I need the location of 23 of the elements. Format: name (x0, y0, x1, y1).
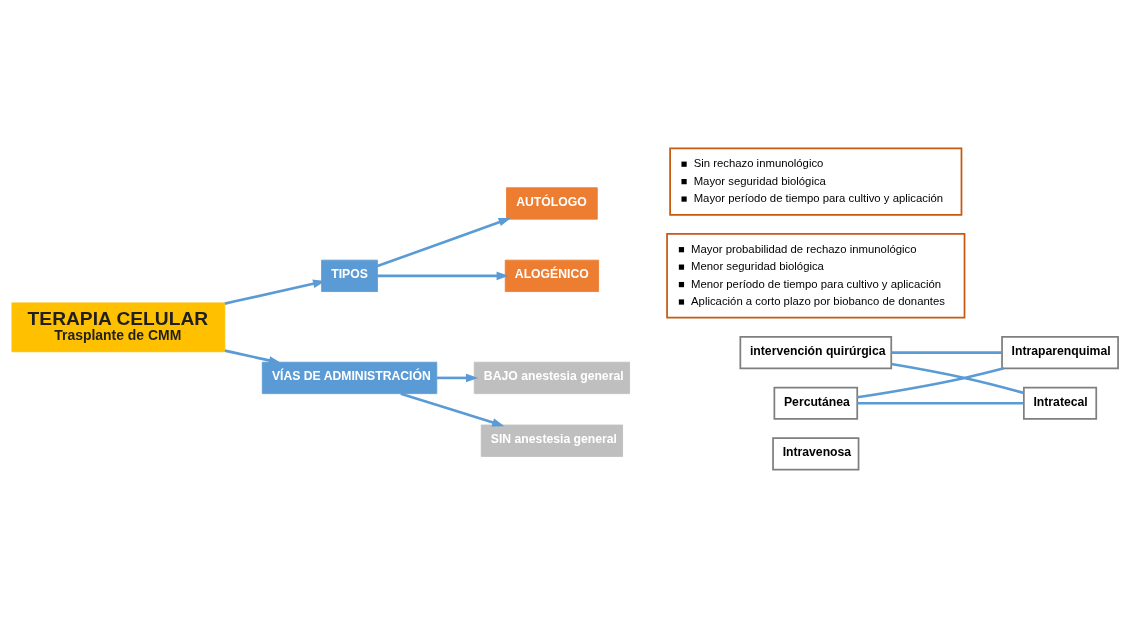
arrow (400, 392, 505, 427)
node-box: intervención quirúrgica (739, 336, 893, 370)
node-box: Mayor probabilidad de rechazo inmunológico Menor seguridad biológica Menor período de tiempo para cultivo y aplicación Aplicación a corto plazo por biobanco de donantes (666, 233, 966, 319)
connector (857, 367, 1005, 399)
arrow (377, 217, 511, 268)
node-box: AUTÓLOGO (506, 187, 598, 220)
arrow (224, 349, 282, 365)
connector (891, 351, 1002, 354)
node-box: TERAPIA CELULAR Trasplante de CMM (11, 302, 226, 353)
node-box: Percutánea (773, 386, 859, 420)
node-box: BAJO anestesia general (473, 361, 630, 395)
arrow (377, 271, 509, 281)
node-box: TIPOS (321, 259, 378, 292)
arrow (436, 373, 479, 383)
node-box: Intratecal (1023, 386, 1098, 420)
node-box: Intraparenquimal (1001, 336, 1119, 370)
node-box: VÍAS DE ADMINISTRACIÓN (261, 361, 438, 395)
node-box: Sin rechazo inmunológico Mayor seguridad biológica Mayor período de tiempo para cultivo y aplicación (669, 147, 963, 216)
connector (857, 401, 1024, 405)
node-box: SIN anestesia general (480, 424, 623, 457)
node-box: ALOGÉNICO (504, 259, 600, 292)
connector (891, 362, 1024, 395)
node-box: Intravenosa (772, 437, 860, 471)
